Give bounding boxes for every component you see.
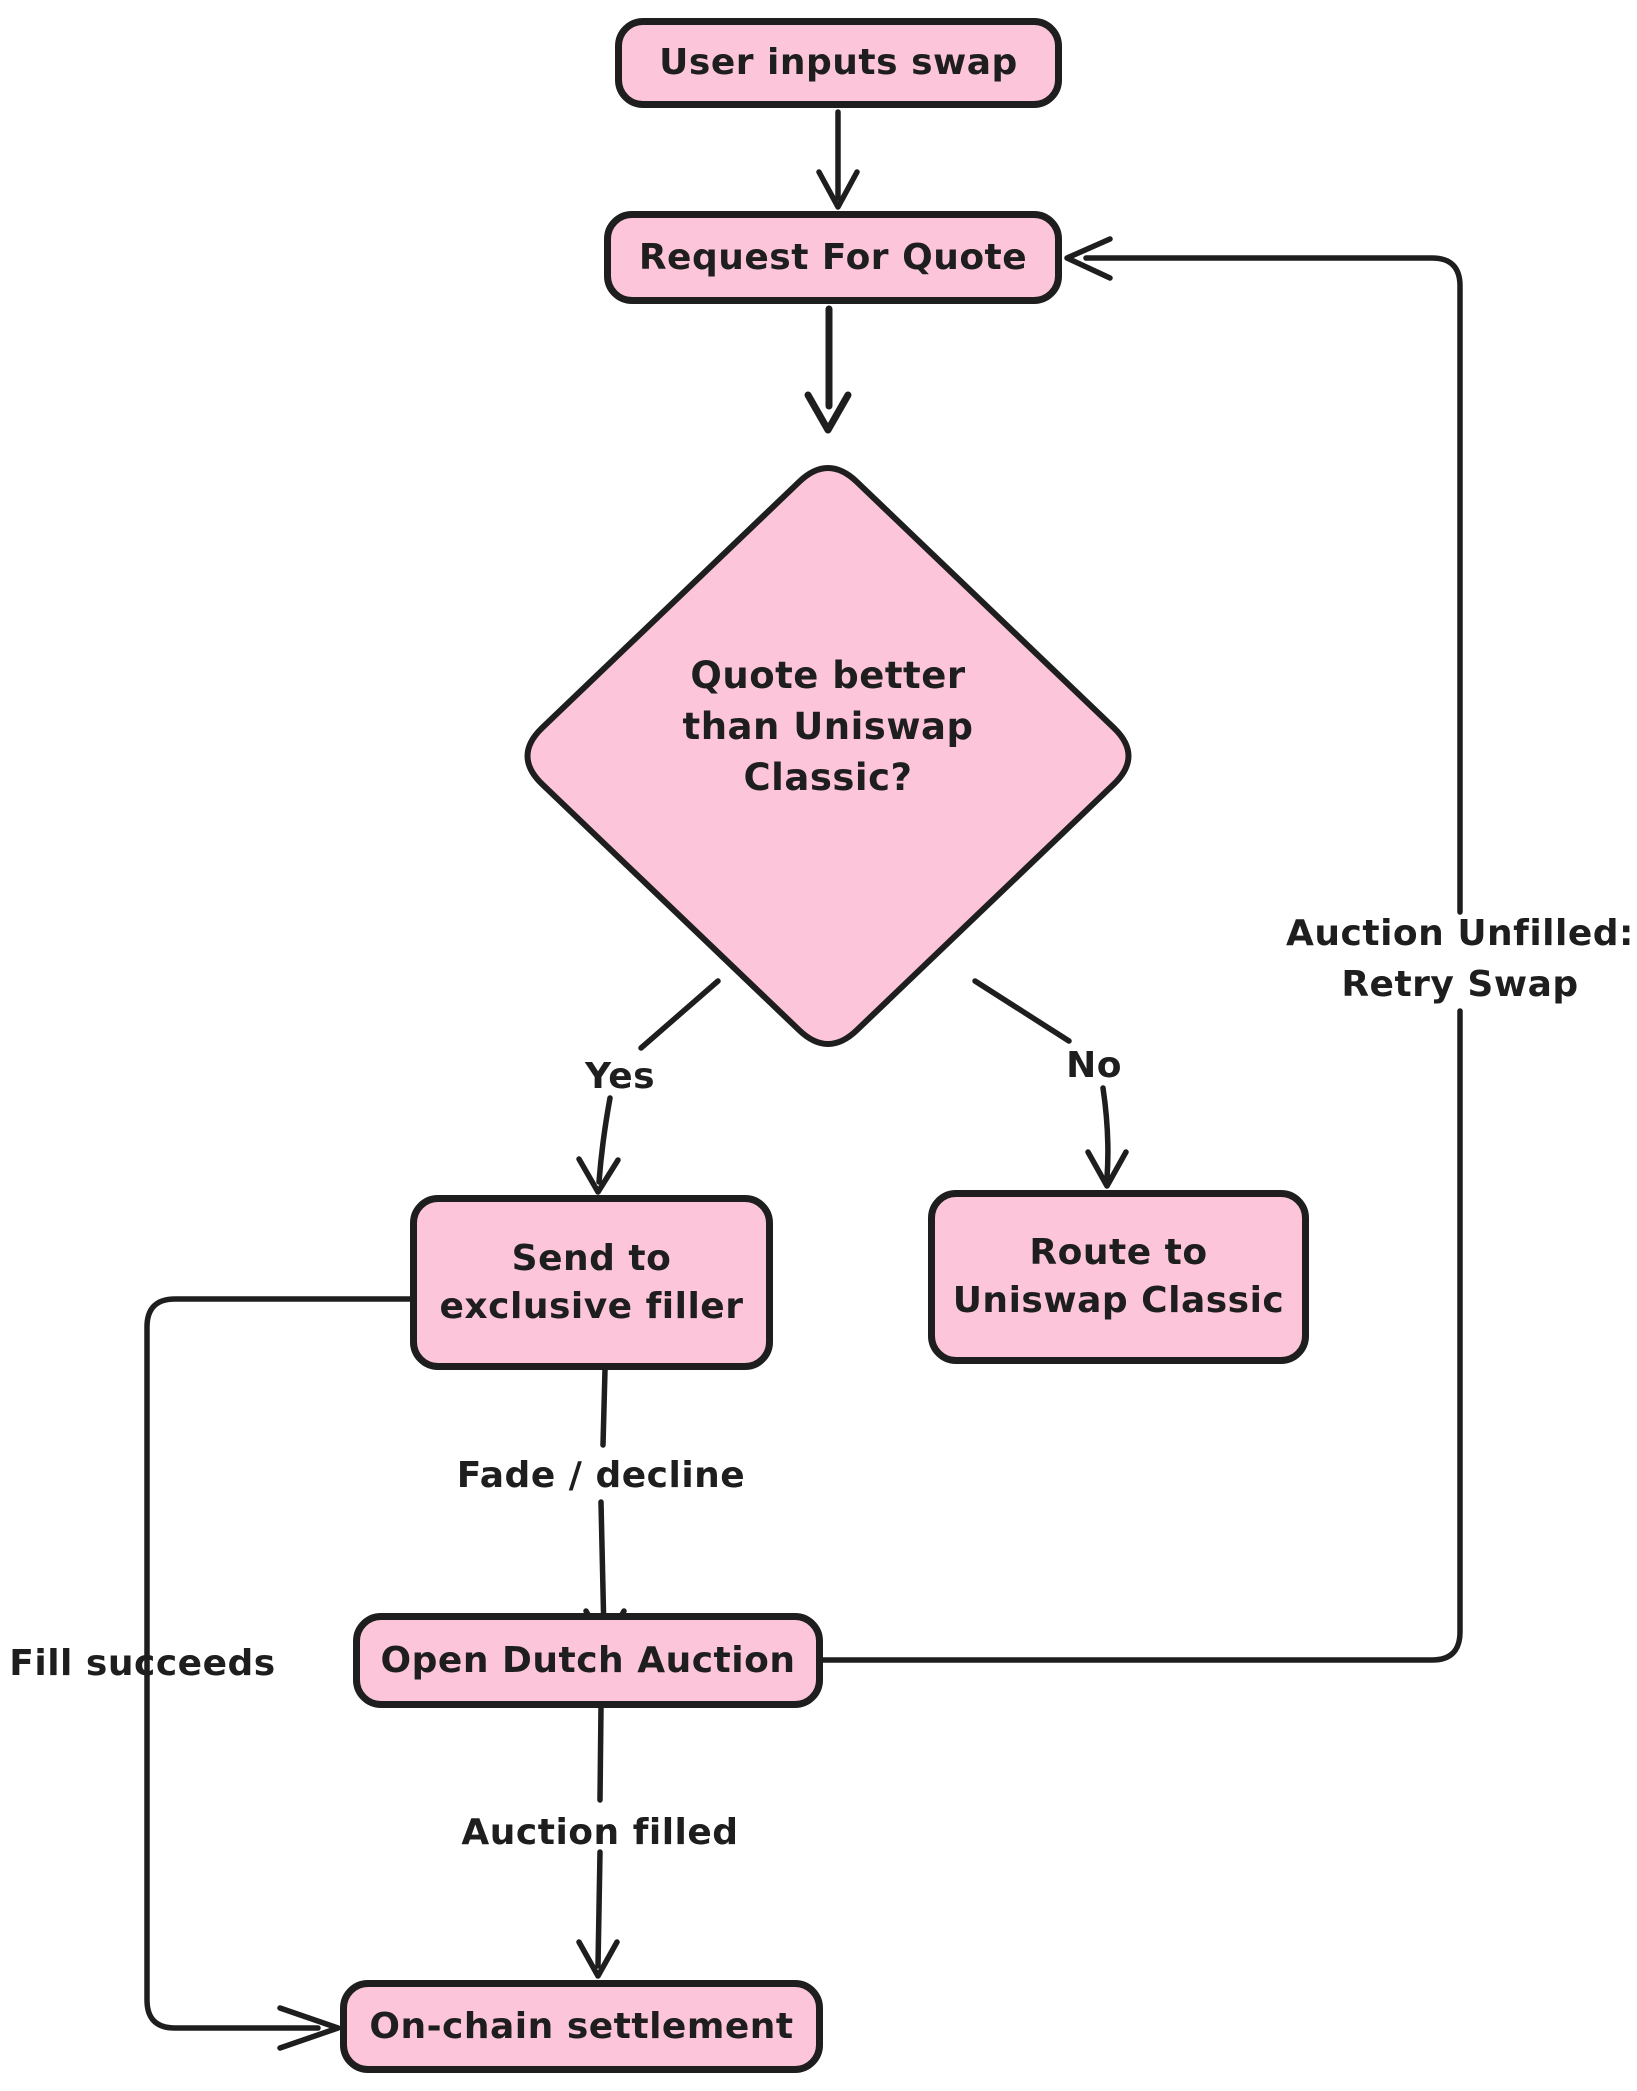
node-open-dutch-auction-label: Open Dutch Auction [380,1639,796,1681]
edge-user-to-rfq [816,109,860,210]
edge-fill-succeeds [144,1296,413,2051]
edge-auction-filled [576,1704,620,1979]
node-user-inputs-swap-label: User inputs swap [659,42,1018,84]
edge-label-yes: Yes [584,1056,656,1097]
edge-label-auction-filled: Auction filled [461,1812,739,1853]
node-request-for-quote-label: Request For Quote [638,236,1028,278]
edge-fade-decline [583,1367,627,1648]
node-onchain-settlement-label: On-chain settlement [369,2005,794,2047]
edge-rfq-to-decision [804,305,852,434]
node-request-for-quote: Request For Quote [604,211,1062,304]
edge-no [972,978,1129,1189]
node-decision-label: Quote better than Uniswap Classic? [682,654,974,800]
node-open-dutch-auction: Open Dutch Auction [353,1613,823,1708]
edge-label-auction-unfilled-retry: Auction Unfilled: Retry Swap [1286,913,1634,1006]
edge-label-no: No [1066,1045,1122,1086]
node-send-to-exclusive-filler: Send to exclusive filler [410,1195,773,1370]
node-route-to-uniswap-classic: Route to Uniswap Classic [928,1190,1309,1364]
edge-yes [576,978,721,1195]
node-user-inputs-swap: User inputs swap [615,18,1062,108]
decision-diamond-shape [524,465,1132,1047]
edge-retry-swap [820,236,1463,1663]
node-onchain-settlement: On-chain settlement [340,1980,823,2073]
edge-label-fill-succeeds: Fill succeeds [9,1643,276,1684]
edge-label-fade-decline: Fade / decline [456,1455,746,1496]
